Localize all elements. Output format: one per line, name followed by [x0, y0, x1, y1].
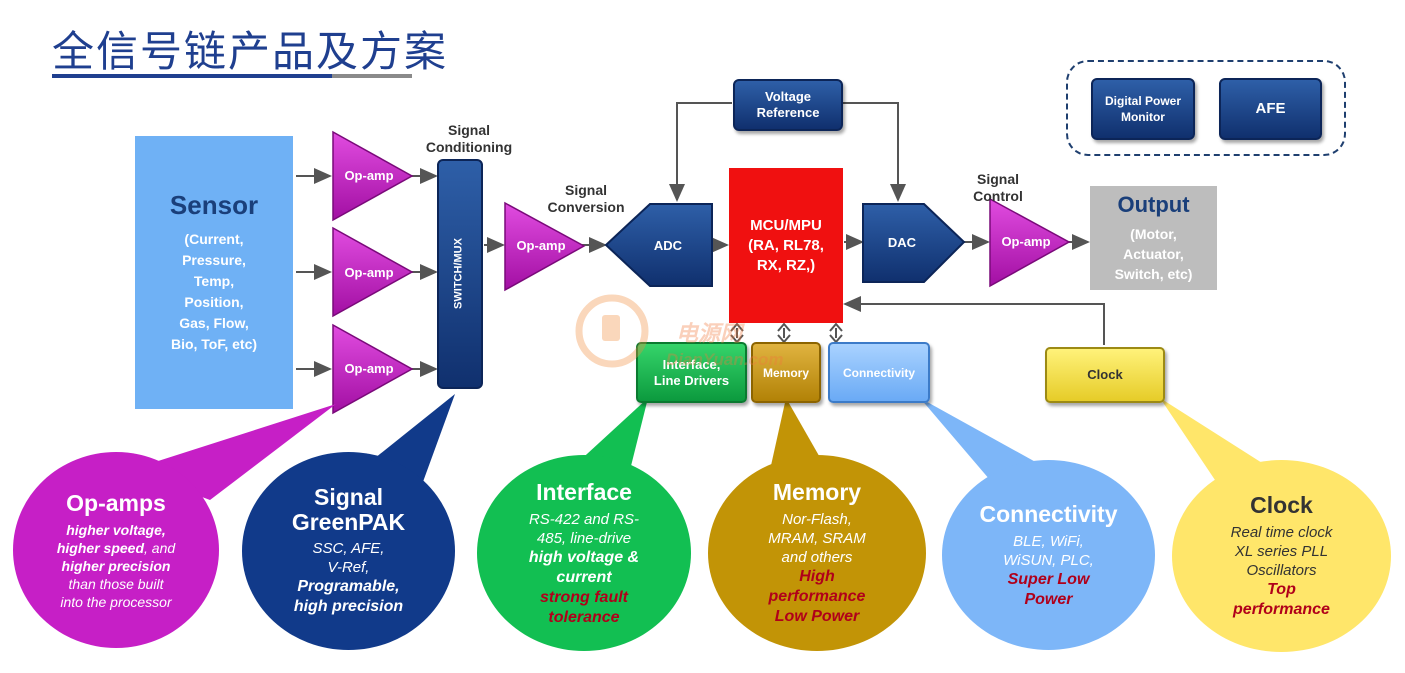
switch-mux-label: SWITCH/MUX [452, 238, 465, 309]
opamp-triangle-1 [332, 130, 414, 222]
interface-callout-highlight: strong fault tolerance [540, 588, 628, 626]
opamps-callout-l1: higher voltage, [66, 521, 166, 538]
interface-callout-emphasis: high voltage & current [528, 548, 640, 586]
mcu-mpu-block: MCU/MPU (RA, RL78, RX, RZ,) [729, 168, 843, 323]
connectivity-callout-title: Connectivity [979, 500, 1118, 527]
opamp-label-control: Op-amp [1001, 234, 1051, 249]
signal-conversion-label: Signal Conversion [547, 182, 625, 215]
opamps-callout-l4: than those built into the processor [60, 575, 172, 610]
opamp-triangle-2 [332, 226, 414, 318]
interface-callout-title: Interface [536, 478, 632, 505]
page-title: 全信号链产品及方案 [52, 27, 449, 76]
sensor-subtitle: (Current, Pressure, Temp, Position, Gas,… [170, 231, 258, 352]
clock-callout-highlight: Top performance [1233, 581, 1330, 618]
output-title: Output [1117, 192, 1190, 217]
connectivity-block: Connectivity [828, 342, 930, 403]
opamps-callout-l3: higher precision [61, 557, 171, 574]
arrow-vref-dac [842, 102, 906, 202]
interface-callout-body: RS-422 and RS- 485, line-drive [528, 510, 640, 547]
dac-label: DAC [887, 235, 917, 250]
connectivity-callout: Connectivity BLE, WiFi, WiSUN, PLC, Supe… [942, 460, 1155, 650]
output-block: Output (Motor, Actuator, Switch, etc) [1090, 186, 1217, 290]
connectivity-callout-highlight: Super Low Power [1007, 570, 1090, 608]
memory-callout-highlight: High performance Low Power [768, 568, 866, 625]
title-underline-accent [332, 74, 412, 78]
opamps-callout-l2: higher speed [56, 539, 144, 556]
greenpak-callout-body: SSC, AFE, V-Ref, [312, 540, 385, 576]
opamp-triangle-3 [332, 323, 414, 415]
output-subtitle: (Motor, Actuator, Switch, etc) [1114, 226, 1193, 282]
opamp-triangle-control [989, 197, 1071, 288]
signal-control-label: Signal Control [973, 171, 1023, 204]
opamps-callout-l2b: , and [144, 539, 176, 556]
opamp-label-conversion: Op-amp [516, 238, 566, 253]
memory-callout-title: Memory [772, 479, 862, 505]
greenpak-callout-emphasis: Programable, high precision [293, 578, 404, 615]
sensor-title: Sensor [169, 190, 259, 220]
interface-callout-tail [575, 398, 648, 470]
opamps-callout-title: Op-amps [66, 489, 166, 516]
watermark-cn: 电源网 [676, 321, 743, 346]
clock-callout: Clock Real time clock XL series PLL Osci… [1172, 460, 1391, 652]
memory-callout: Memory Nor-Flash, MRAM, SRAM and others … [708, 455, 926, 651]
arrow-vref-adc [669, 102, 732, 202]
memory-block: Memory [751, 342, 821, 403]
greenpak-callout-title: Signal GreenPAK [291, 484, 406, 535]
connectivity-callout-tail [920, 398, 1050, 480]
connectivity-callout-body: BLE, WiFi, WiSUN, PLC, [1003, 532, 1094, 569]
opamp-triangle-conversion [504, 201, 586, 292]
clock-block: Clock [1045, 347, 1165, 403]
sensor-block: Sensor (Current, Pressure, Temp, Positio… [135, 136, 293, 409]
opamp-label-2: Op-amp [344, 265, 394, 280]
interface-callout: Interface RS-422 and RS- 485, line-drive… [477, 455, 691, 651]
power-monitor-group [1066, 60, 1346, 156]
switch-mux-shape [437, 159, 483, 389]
clock-callout-body: Real time clock XL series PLL Oscillator… [1230, 524, 1333, 579]
opamp-label-1: Op-amp [344, 168, 394, 183]
interface-line-drivers-block: Interface, Line Drivers [636, 342, 747, 403]
afe-block: AFE [1219, 78, 1322, 140]
greenpak-callout: Signal GreenPAK SSC, AFE, V-Ref, Program… [242, 452, 455, 650]
clock-callout-title: Clock [1250, 492, 1313, 518]
digital-power-monitor-block: Digital Power Monitor [1091, 78, 1195, 140]
voltage-reference-block: Voltage Reference [733, 79, 843, 131]
opamp-label-3: Op-amp [344, 361, 394, 376]
dac-shape [862, 203, 966, 283]
adc-label: ADC [653, 238, 683, 253]
arrow-clock-mcu [843, 296, 1105, 345]
watermark-logo [575, 294, 649, 368]
signal-conditioning-label: Signal Conditioning [425, 122, 513, 155]
adc-shape [604, 203, 713, 287]
clock-callout-tail [1160, 398, 1270, 480]
opamps-callout: Op-amps higher voltage, higher speed, an… [13, 452, 219, 648]
watermark-en: DianYuan.com [666, 350, 784, 369]
opamps-callout-l2-row: higher speed, and [57, 539, 175, 557]
memory-callout-body: Nor-Flash, MRAM, SRAM and others [768, 511, 866, 566]
title-underline [52, 74, 332, 78]
